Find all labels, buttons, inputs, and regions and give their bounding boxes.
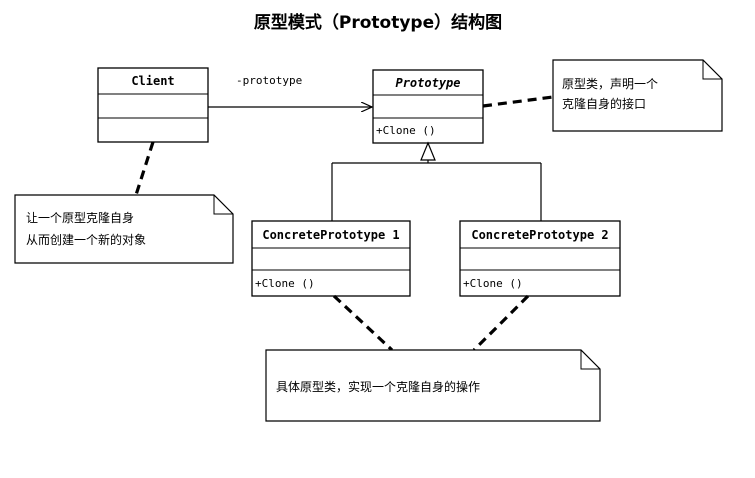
concrete-prototype-1-clone-operation: +Clone () — [255, 277, 315, 290]
concrete-prototype-1-name: ConcretePrototype 1 — [262, 228, 399, 242]
prototype-clone-operation: +Clone () — [376, 124, 436, 137]
note-anchor-lines — [134, 95, 554, 352]
class-concrete-prototype-1: ConcretePrototype 1 +Clone () — [251, 220, 411, 297]
class-prototype: Prototype +Clone () — [372, 69, 484, 144]
association-label: -prototype — [236, 74, 302, 87]
note-client: 让一个原型克隆自身 从而创建一个新的对象 — [14, 194, 234, 264]
class-client: Client — [97, 67, 209, 143]
note-client-line-1: 让一个原型克隆自身 — [26, 210, 134, 225]
diagram-title: 原型模式（Prototype）结构图 — [254, 12, 502, 33]
note-prototype: 原型类，声明一个 克隆自身的接口 — [552, 59, 723, 132]
concrete-prototype-2-name: ConcretePrototype 2 — [471, 228, 608, 242]
class-concrete-prototype-2: ConcretePrototype 2 +Clone () — [459, 220, 621, 297]
generalization-lines — [331, 141, 542, 221]
prototype-class-name: Prototype — [395, 76, 460, 90]
note-prototype-line-1: 原型类，声明一个 — [562, 77, 658, 91]
note-concrete-line-1: 具体原型类，实现一个克隆自身的操作 — [276, 379, 480, 394]
note-prototype-line-2: 克隆自身的接口 — [562, 96, 646, 111]
concrete-prototype-2-clone-operation: +Clone () — [463, 277, 523, 290]
note-concrete-prototype: 具体原型类，实现一个克隆自身的操作 — [265, 349, 601, 422]
inheritance-triangle — [420, 141, 436, 161]
note-client-line-2: 从而创建一个新的对象 — [26, 232, 146, 247]
client-class-name: Client — [131, 74, 174, 88]
